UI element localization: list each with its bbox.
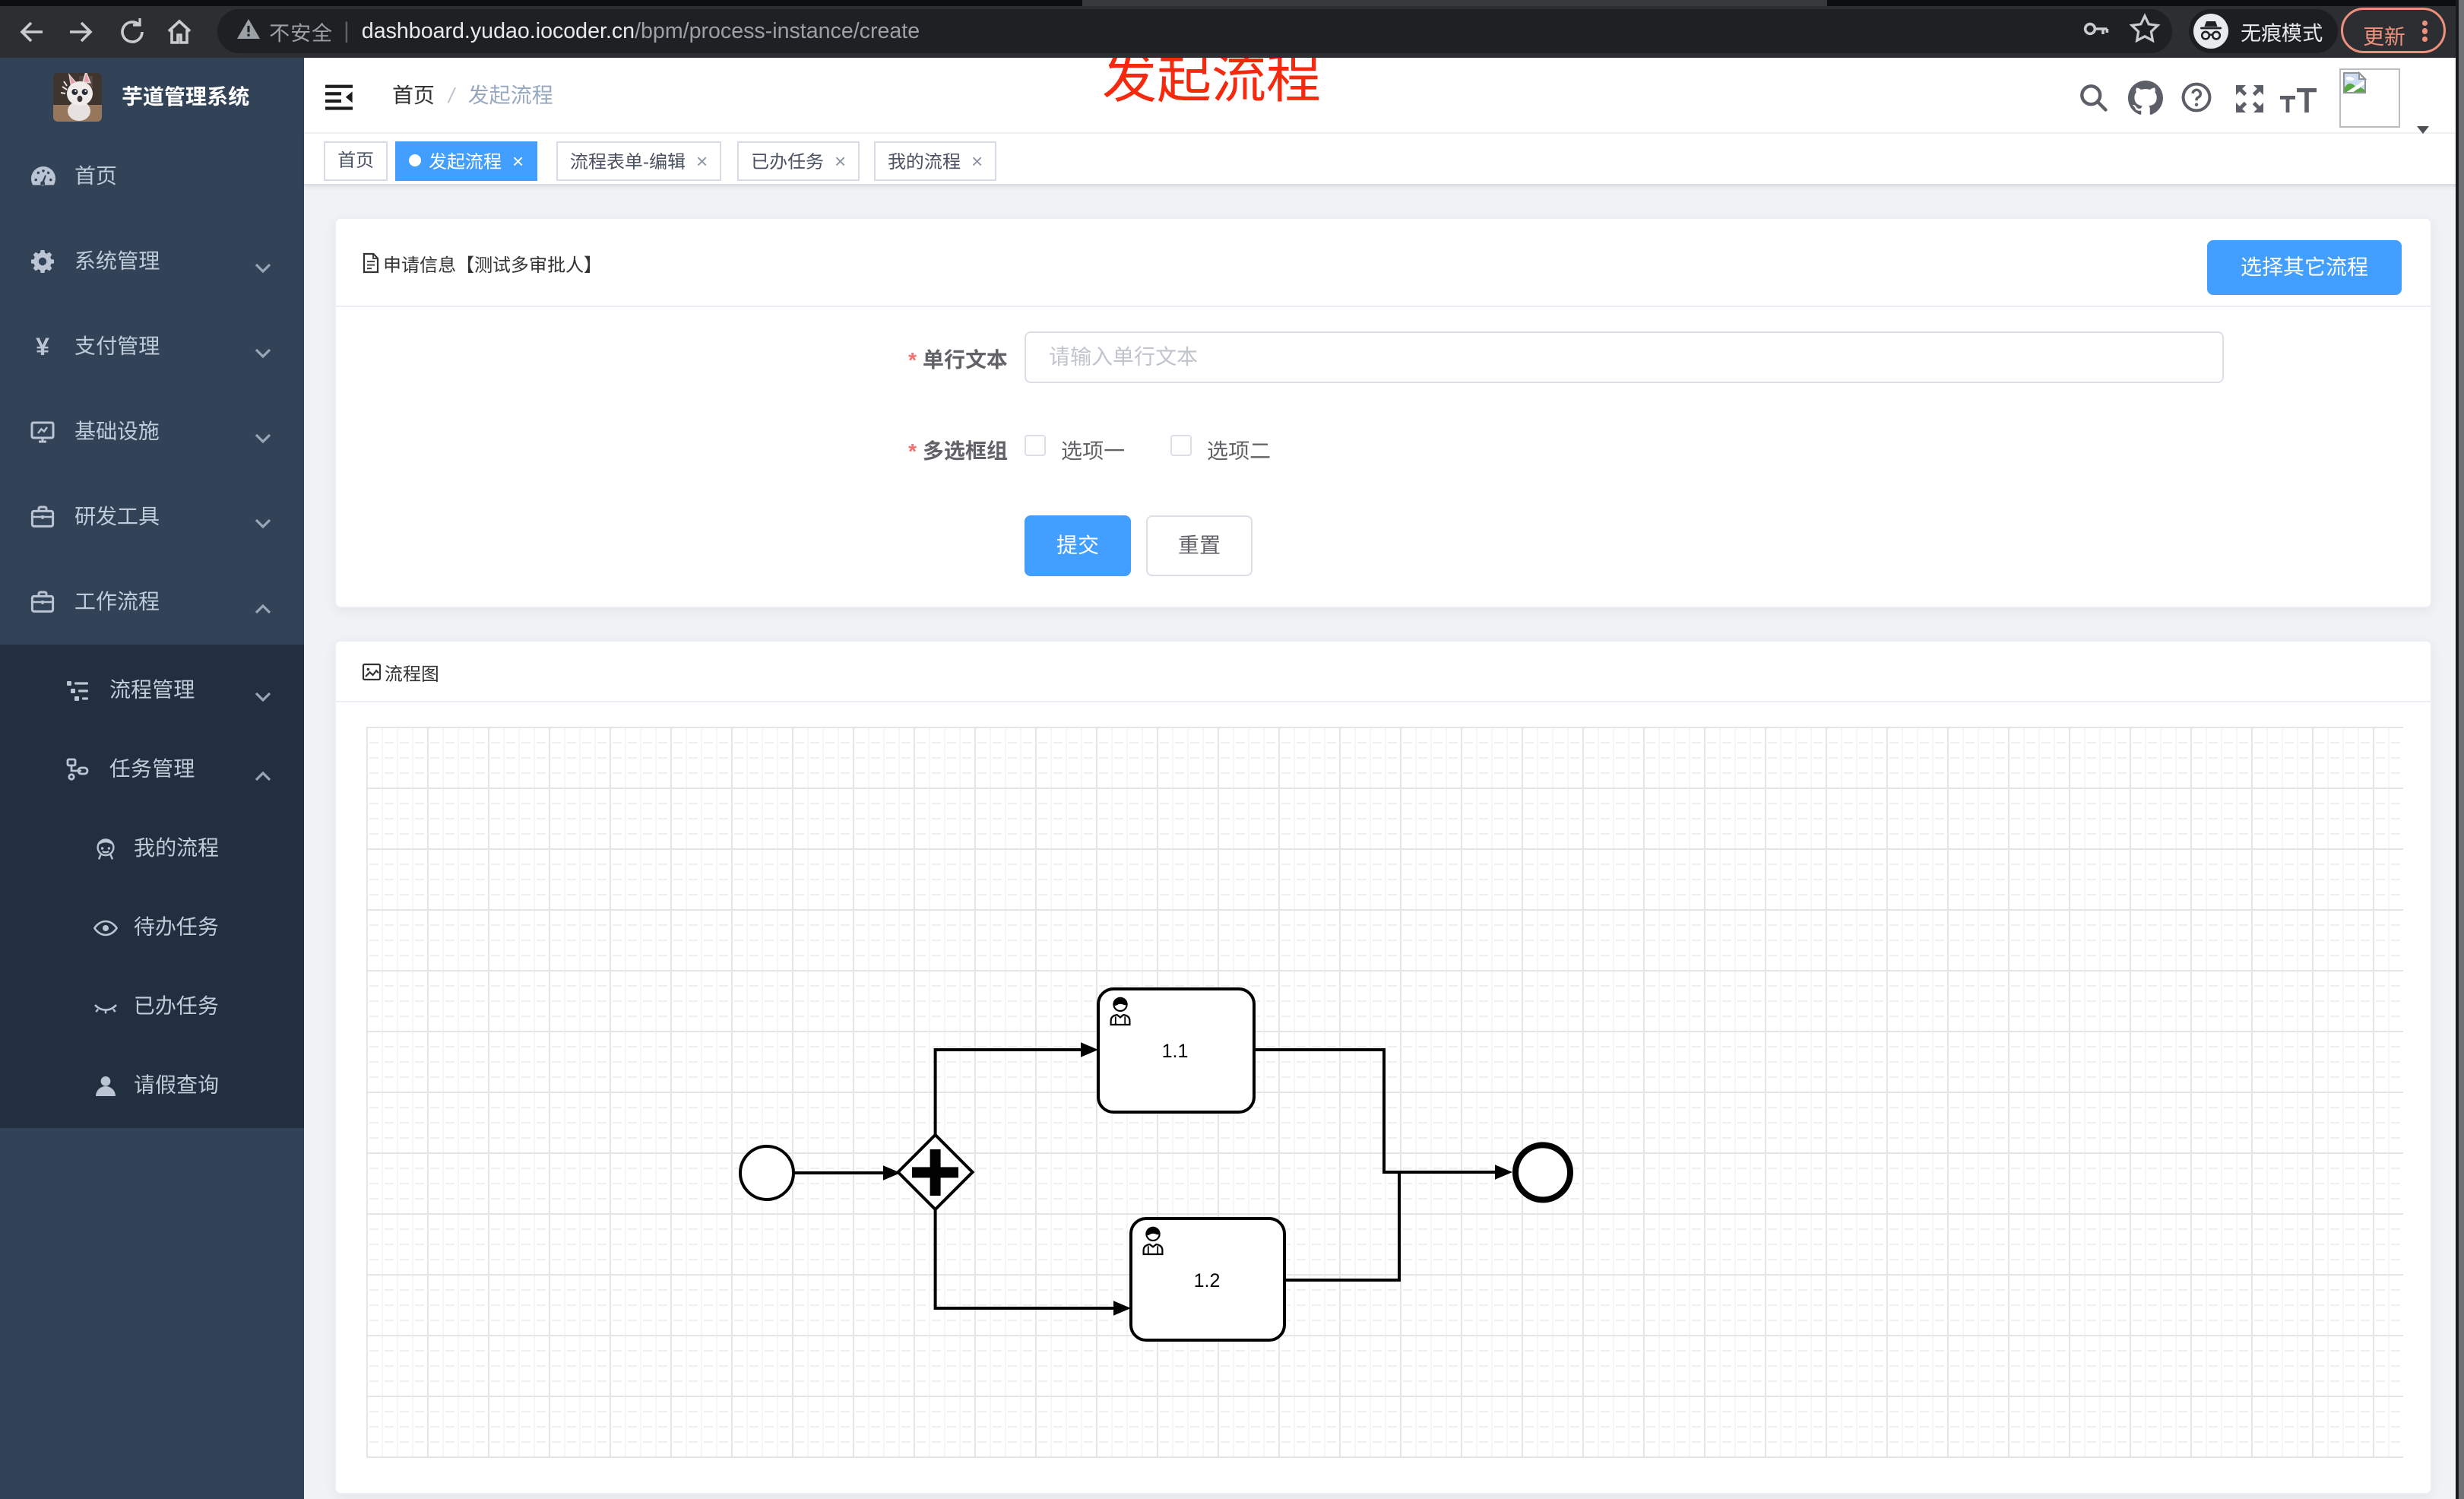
- svg-text:1.2: 1.2: [1194, 1270, 1221, 1291]
- svg-text:1.1: 1.1: [1162, 1041, 1189, 1062]
- svg-text:¥: ¥: [36, 334, 49, 359]
